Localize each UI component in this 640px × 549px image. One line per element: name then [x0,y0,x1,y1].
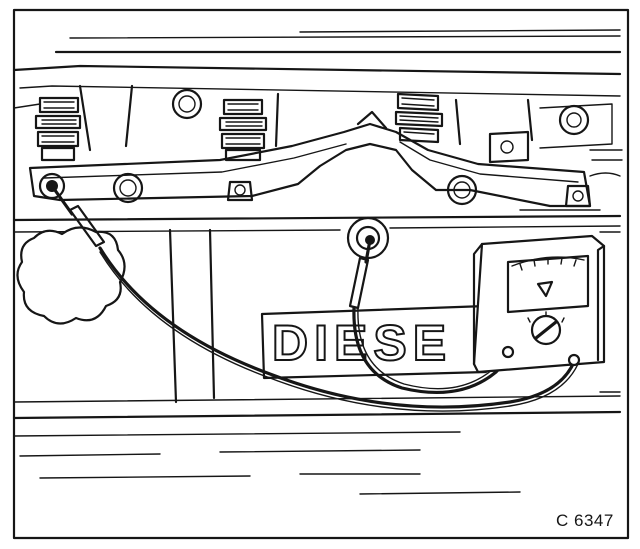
meter-terminal-pos [567,353,581,367]
test-lead-1 [50,184,580,412]
cylinder-head-face [12,214,622,495]
multimeter [472,234,606,374]
oil-filler-cap [16,226,126,325]
figure-code-label: C 6347 [556,511,614,530]
terminal-nut-5 [564,184,592,208]
injector-1 [34,96,82,162]
right-side-pipes [519,149,623,211]
injector-3 [394,92,444,144]
engine-upper-housing [12,29,622,164]
terminal-nut-3 [226,180,254,202]
injector-2 [218,98,268,162]
meter-scale-window [506,254,590,314]
meter-terminal-neg [501,345,515,359]
terminal-nut-2 [112,172,144,204]
illustration-frame [12,8,630,540]
terminal-nut-4 [446,174,478,206]
range-selector-knob [527,311,565,346]
diesel-name-plate: DIESE [260,304,488,380]
